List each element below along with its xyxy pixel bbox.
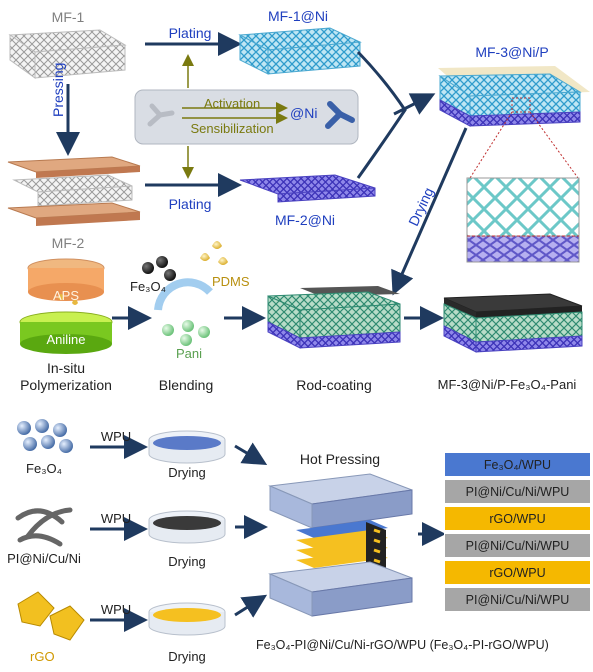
stack-layer: rGO/WPU <box>444 506 591 531</box>
label-aps: APS <box>52 288 80 303</box>
label-drying3: Drying <box>168 649 206 664</box>
label-rod-coating: Rod-coating <box>296 377 372 393</box>
rgo-flakes <box>17 591 85 641</box>
label-at-ni: @Ni <box>290 105 318 121</box>
rod-coating-foam <box>267 286 401 349</box>
label-fe3o4-mid: Fe₃O₄ <box>130 279 166 294</box>
pi-fibers <box>15 507 73 547</box>
label-pdms: PDMS <box>212 274 250 289</box>
stack-layer: Fe₃O₄/WPU <box>444 452 591 477</box>
label-row1-material: Fe₃O₄ <box>26 461 62 476</box>
label-activation: Activation <box>203 96 261 111</box>
label-caption: Fe₃O₄-PI@Ni/Cu/Ni-rGO/WPU (Fe₃O₄-PI-rGO/… <box>256 638 549 652</box>
label-mf1: MF-1 <box>51 9 85 25</box>
hot-press <box>268 473 413 617</box>
label-plating-bottom: Plating <box>168 196 212 212</box>
label-drying2: Drying <box>168 554 206 569</box>
product-foam <box>443 293 583 353</box>
label-sensibilization: Sensibilization <box>190 121 274 136</box>
label-wpu1: WPU <box>100 429 132 444</box>
label-pani: Pani <box>176 346 203 361</box>
beaker <box>19 258 113 354</box>
label-mf2: MF-2 <box>51 235 85 251</box>
label-aniline: Aniline <box>46 332 86 347</box>
mf1ni-foam <box>238 27 362 75</box>
stack-layer: PI@Ni/Cu/Ni/WPU <box>444 533 591 558</box>
label-blending: Blending <box>158 377 214 393</box>
stack-layer: PI@Ni/Cu/Ni/WPU <box>444 587 591 612</box>
label-hot-pressing: Hot Pressing <box>299 451 381 467</box>
stack-layer: rGO/WPU <box>444 560 591 585</box>
label-product: MF-3@Ni/P-Fe₃O₄-Pani <box>437 377 577 392</box>
zoom-inset <box>466 177 580 263</box>
label-row2-material: PI@Ni/Cu/Ni <box>7 551 81 566</box>
mf2ni-foam <box>239 174 376 203</box>
dish-blue <box>148 430 226 464</box>
catalyst-icon-gray <box>147 103 175 127</box>
label-wpu2: WPU <box>100 511 132 526</box>
label-wpu3: WPU <box>100 602 132 617</box>
dish-yellow <box>148 602 226 636</box>
label-pressing: Pressing <box>50 62 66 117</box>
label-insitu-1: In-situ <box>46 360 86 376</box>
stack-layer: PI@Ni/Cu/Ni/WPU <box>444 479 591 504</box>
catalyst-icon-blue <box>325 101 355 129</box>
label-row3-material: rGO <box>30 649 55 664</box>
label-mf1ni: MF-1@Ni <box>267 8 329 24</box>
dish-gray <box>148 510 226 544</box>
blending-group <box>142 241 228 346</box>
label-mf2ni: MF-2@Ni <box>274 212 336 228</box>
mf1-foam <box>8 29 127 79</box>
mf2-press <box>7 156 141 226</box>
fe3o4-spheres <box>17 419 73 453</box>
label-mf3nip: MF-3@Ni/P <box>475 44 549 60</box>
label-insitu-2: Polymerization <box>20 377 112 393</box>
label-plating-top: Plating <box>168 25 212 41</box>
mf3nip-foam <box>438 66 590 127</box>
label-drying1: Drying <box>168 465 206 480</box>
